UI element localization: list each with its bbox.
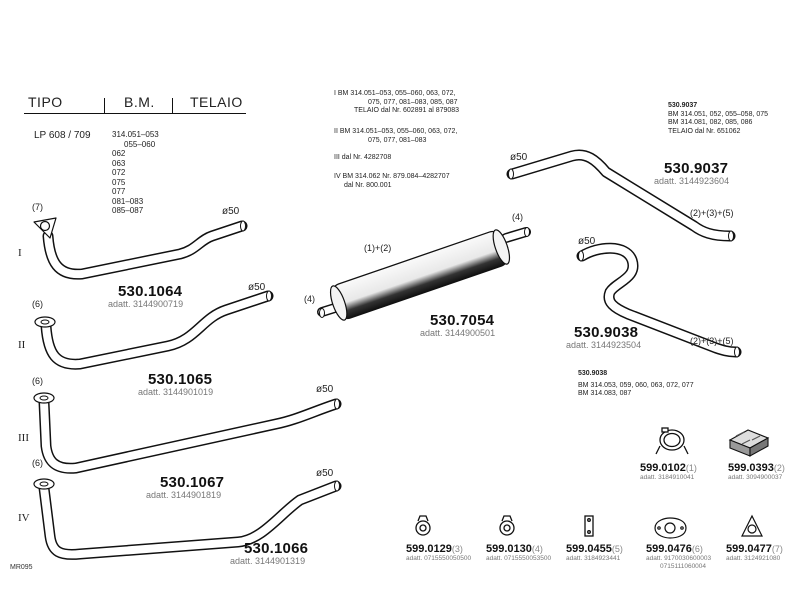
part-code-530-9037: 530.9037 <box>664 160 729 177</box>
dia-label: ø50 <box>316 468 334 479</box>
part-599-0455: 599.0455(5) adatt. 3184923441 <box>566 543 623 562</box>
part-code-530-1064: 530.1064 <box>118 283 183 300</box>
part-599-0393: 599.0393(2) adatt. 3094900037 <box>728 462 785 481</box>
part-code-530-1066: 530.1066 <box>244 540 309 557</box>
note-9037: 530.9037 BM 314.051, 052, 055–058, 075 B… <box>668 102 769 135</box>
callout-7: (7) <box>32 202 43 212</box>
header-bm: B.M. <box>124 94 155 110</box>
roman-i: I <box>18 247 22 259</box>
dia-label: ø50 <box>510 152 528 163</box>
header-tipo: TIPO <box>28 94 63 110</box>
adatt-530-1064: adatt. 3144900719 <box>108 299 184 309</box>
part-599-0102: 599.0102(1) adatt. 3184910041 <box>640 462 697 481</box>
header-telaio: TELAIO <box>190 94 243 110</box>
callout-2-3-5: (2)+(3)+(5) <box>690 336 734 346</box>
callout-6: (6) <box>32 299 43 309</box>
header-rule <box>24 113 246 114</box>
roman-ii: II <box>18 339 26 351</box>
adatt-530-1065: adatt. 3144901019 <box>138 387 214 397</box>
hanger-ring-icon <box>415 515 431 536</box>
dia-label: ø50 <box>316 384 334 395</box>
note-block-ii: II BM 314.051–053, 055–060, 063, 072, 07… <box>334 128 458 144</box>
note-block-i: I BM 314.051–053, 055–060, 063, 072, 075… <box>334 90 460 114</box>
header-divider <box>172 98 173 114</box>
flange-gasket-icon <box>654 517 687 539</box>
adatt-530-7054: adatt. 3144900501 <box>420 328 496 338</box>
note-block-iv: IV BM 314.062 Nr. 879.084–4282707 dal Nr… <box>334 173 450 189</box>
corner-label: MR095 <box>10 564 33 571</box>
adatt-530-9038: adatt. 3144923504 <box>566 340 642 350</box>
pipe-530-1065 <box>34 290 274 370</box>
roman-iv: IV <box>18 512 30 524</box>
mounting-block-icon <box>728 429 770 457</box>
model-name: LP 608 / 709 <box>34 130 91 141</box>
adatt-530-1066: adatt. 3144901319 <box>230 556 306 566</box>
part-code-530-1067: 530.1067 <box>160 474 225 491</box>
roman-iii: III <box>18 432 29 444</box>
part-code-530-7054: 530.7054 <box>430 312 495 329</box>
tailpipe-530-9038 <box>576 242 742 358</box>
part-599-0129: 599.0129(3) adatt. 0715550050500 <box>406 543 472 562</box>
muffler-530-7054 <box>317 227 531 321</box>
adatt-530-1067: adatt. 3144901819 <box>146 490 222 500</box>
callout-6: (6) <box>32 376 43 386</box>
callout-6: (6) <box>32 458 43 468</box>
part-599-0477: 599.0477(7) adatt. 3124921080 <box>726 543 783 562</box>
part-code-530-9038: 530.9038 <box>574 324 639 341</box>
note-block-iii: III dal Nr. 4282708 <box>334 154 392 161</box>
muffler-callout-left: (4) <box>304 294 315 304</box>
muffler-callout-top: (1)+(2) <box>364 243 392 253</box>
clamp-icon <box>655 427 689 455</box>
note-9038: 530.9038 BM 314.053, 059, 060, 063, 072,… <box>578 370 694 397</box>
dia-label: ø50 <box>222 206 240 217</box>
tailpipe-530-9037 <box>506 149 736 242</box>
adatt-530-9037: adatt. 3144923604 <box>654 176 730 186</box>
hanger-ring-icon <box>499 515 515 536</box>
model-codes: 314.051–053 055–060 062 063 072 075 077 … <box>112 130 159 215</box>
dia-label: ø50 <box>248 282 266 293</box>
bracket-icon <box>584 515 594 537</box>
header-divider <box>104 98 105 114</box>
callout-2-3-5: (2)+(3)+(5) <box>690 208 734 218</box>
part-code-530-1065: 530.1065 <box>148 371 213 388</box>
part-599-0476: 599.0476(6) adatt. 9170030600003 0715111… <box>646 543 712 570</box>
muffler-callout-right: (4) <box>512 212 523 222</box>
pipe-530-1067 <box>33 392 342 474</box>
pipe-530-1064 <box>33 217 248 280</box>
pipe-530-1066 <box>33 478 342 560</box>
triangle-gasket-icon <box>741 514 763 537</box>
dia-label: ø50 <box>578 236 596 247</box>
part-599-0130: 599.0130(4) adatt. 0715550053500 <box>486 543 552 562</box>
